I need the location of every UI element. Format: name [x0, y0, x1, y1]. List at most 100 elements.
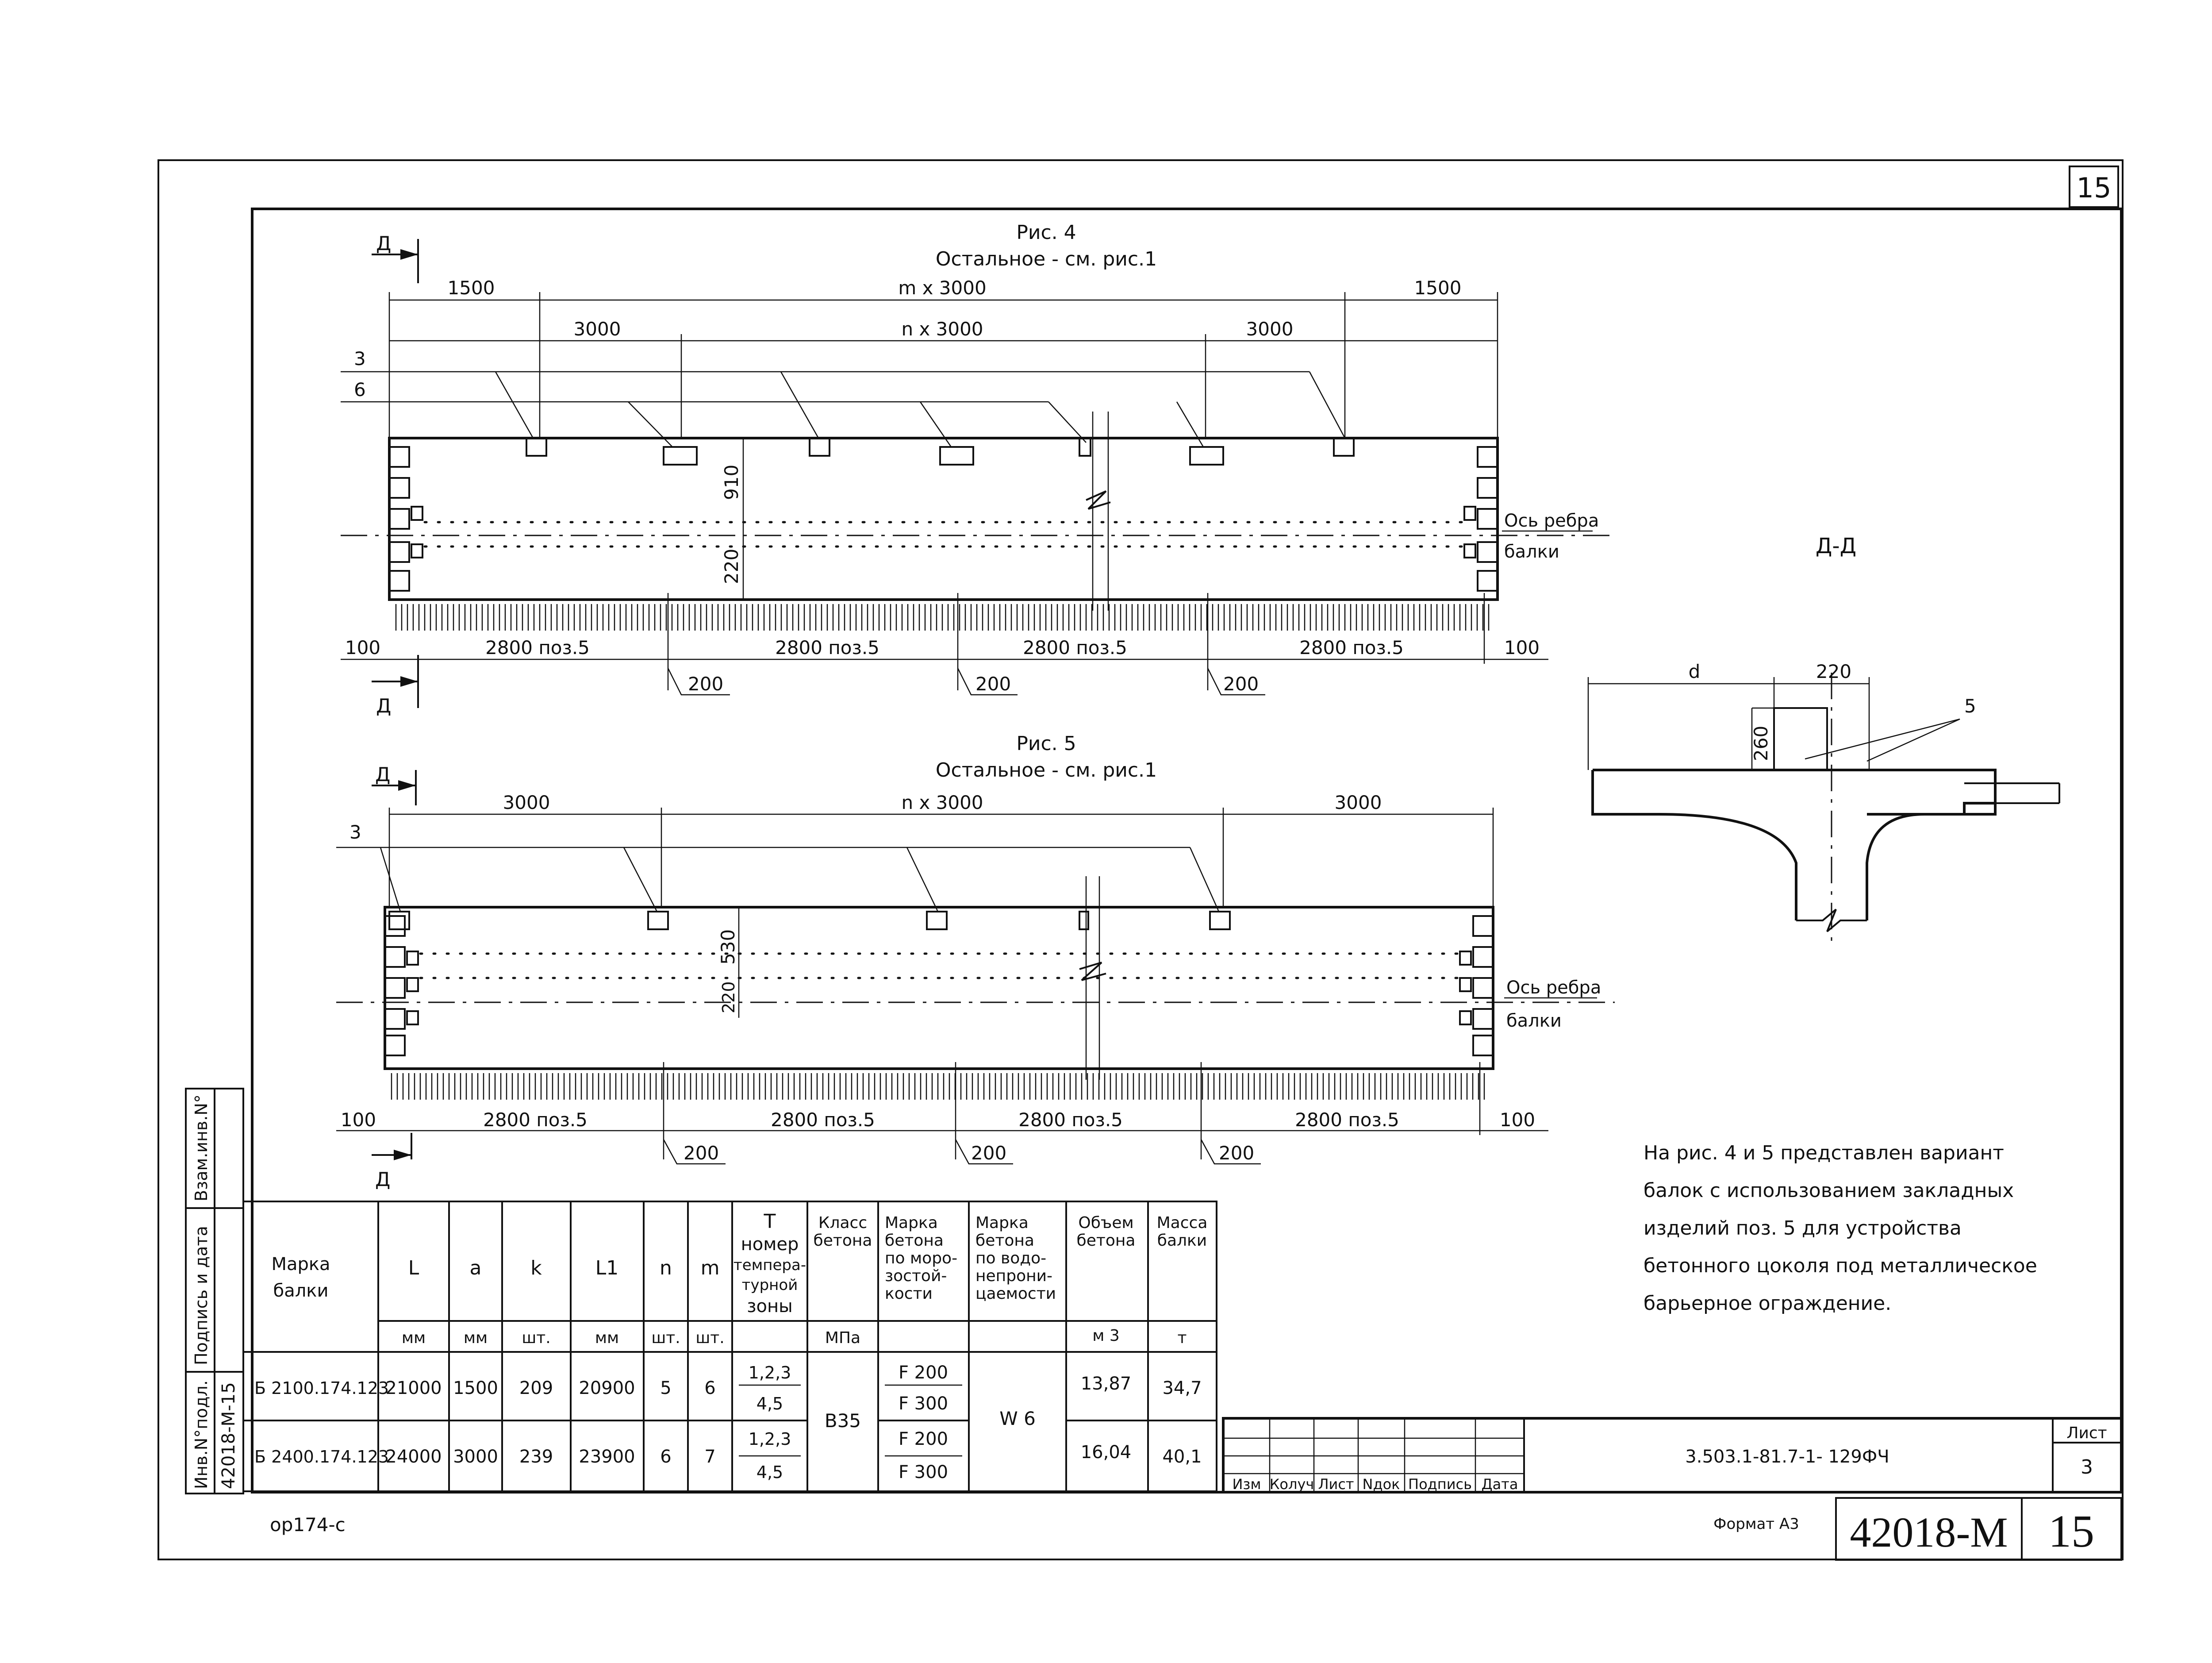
fig4-dim-bottom-0: 100 — [345, 637, 380, 658]
r2-t-bot: 4,5 — [757, 1463, 783, 1482]
th-water-0: Марка — [975, 1214, 1029, 1232]
section-callout-5: 5 — [1964, 695, 1976, 717]
r2-frost-bot: F 300 — [899, 1462, 948, 1482]
class-value: В35 — [825, 1410, 861, 1432]
fig5-dim-vert-530: 530 — [717, 929, 739, 965]
fig4-gap-2: 200 — [975, 673, 1011, 695]
fig5-dim-bottom-2: 2800 поз.5 — [771, 1109, 875, 1131]
fig4-dim-top-mid: m x 3000 — [898, 277, 986, 299]
fig4-title: Рис. 4 — [1016, 221, 1076, 244]
th-T-1: номер — [741, 1234, 799, 1255]
sheet-label: Лист — [2066, 1424, 2107, 1442]
th-volume-1: Объем — [1078, 1214, 1133, 1232]
fig4-dim-top-left: 1500 — [448, 277, 495, 299]
th-mass-1: Масса — [1157, 1214, 1208, 1232]
fig4-dim-bottom-3: 2800 поз.5 — [1023, 637, 1127, 658]
r1-volume: 13,87 — [1081, 1374, 1132, 1394]
th-water-1: бетона — [975, 1232, 1034, 1250]
fig4-dim-bottom-5: 100 — [1504, 637, 1540, 658]
fig5-dim-bottom-0: 100 — [341, 1109, 376, 1131]
fig5-dim-top-left: 3000 — [503, 792, 550, 813]
th-volume-2: бетона — [1077, 1232, 1136, 1250]
fig4-callout-6: 6 — [354, 379, 366, 400]
title-block: Изм Колуч Лист Nдок Подпись Дата 3.503.1… — [270, 1417, 2123, 1561]
th-n: n — [660, 1257, 672, 1279]
r1-t-top: 1,2,3 — [749, 1363, 791, 1382]
fig5-gap-3: 200 — [1219, 1142, 1254, 1164]
th-frost-0: Марка — [885, 1214, 938, 1232]
th-T-2: темпера- — [733, 1256, 806, 1274]
note-line-1: На рис. 4 и 5 представлен вариант — [1644, 1142, 2004, 1164]
corner-page-number: 15 — [2077, 172, 2112, 204]
r2-volume: 16,04 — [1081, 1442, 1132, 1463]
section-title: Д-Д — [1816, 534, 1856, 558]
r2-n: 6 — [660, 1447, 671, 1467]
r1-frost-bot: F 300 — [899, 1394, 948, 1414]
note-line-5: барьерное ограждение. — [1644, 1292, 1891, 1315]
r2-mark: Б 2400.174.123 — [254, 1447, 389, 1467]
fig4-section-mark-bottom: Д — [376, 695, 391, 717]
r1-a: 1500 — [453, 1378, 498, 1398]
th-class-1: Класс — [818, 1214, 867, 1232]
unit-n: шт. — [651, 1329, 680, 1347]
rev-h-5: Дата — [1482, 1476, 1518, 1493]
fig4-axis-label-2: балки — [1504, 542, 1559, 562]
unit-volume: м 3 — [1092, 1327, 1120, 1345]
r2-L: 24000 — [385, 1447, 442, 1467]
fig5-section-mark-top: Д — [375, 763, 390, 786]
fig4-axis-label-1: Ось ребра — [1504, 511, 1599, 531]
fig4-dim-second-right: 3000 — [1246, 318, 1294, 340]
fig5-dim-bottom-4: 2800 поз.5 — [1295, 1109, 1399, 1131]
fig5-dim-bottom-3: 2800 поз.5 — [1018, 1109, 1123, 1131]
th-frost-4: кости — [885, 1285, 933, 1303]
th-mark-2: балки — [273, 1281, 329, 1301]
doc-code: 3.503.1-81.7-1- 129ФЧ — [1685, 1447, 1889, 1467]
corner-page-box — [2069, 166, 2119, 208]
r2-frost-top: F 200 — [899, 1429, 948, 1449]
th-class-2: бетона — [814, 1232, 872, 1250]
figure-4: Рис. 4 Остальное - см. рис.1 Д Д 1500 m … — [341, 221, 1615, 717]
outer-frame — [157, 159, 2124, 1560]
th-frost-3: зостой- — [885, 1267, 947, 1285]
r2-L1: 23900 — [579, 1447, 635, 1467]
r2-m: 7 — [704, 1447, 715, 1467]
rev-h-2: Лист — [1318, 1476, 1354, 1493]
fig4-gap-1: 200 — [688, 673, 723, 695]
fig5-dim-vert-220: 220 — [719, 981, 738, 1013]
r1-k: 209 — [519, 1378, 553, 1398]
unit-mass: т — [1178, 1329, 1187, 1347]
fig4-gap-3: 200 — [1223, 673, 1259, 695]
fig4-section-mark-top: Д — [376, 232, 391, 255]
stamp-page: 15 — [2048, 1506, 2094, 1557]
th-mass-2: балки — [1157, 1232, 1207, 1250]
fig5-gap-2: 200 — [971, 1142, 1006, 1164]
fig5-dim-top-right: 3000 — [1335, 792, 1382, 813]
section-dim-260: 260 — [1750, 726, 1772, 761]
sheet-value: 3 — [2081, 1456, 2093, 1478]
r1-n: 5 — [660, 1378, 671, 1398]
r2-k: 239 — [519, 1447, 553, 1467]
section-dim-d: d — [1689, 661, 1701, 682]
th-T-4: зоны — [747, 1296, 792, 1317]
fig5-gap-1: 200 — [684, 1142, 719, 1164]
note-block: На рис. 4 и 5 представлен вариант балок … — [1644, 1142, 2037, 1315]
fig4-dim-vert-910: 910 — [721, 465, 742, 500]
left-strip: Инв.N°подл. 42018-М-15 Подпись и дата Вз… — [185, 1088, 244, 1494]
r2-mass: 40,1 — [1162, 1447, 1202, 1467]
fig5-dim-bottom-5: 100 — [1500, 1109, 1535, 1131]
unit-class: МПа — [825, 1329, 860, 1347]
unit-a: мм — [464, 1329, 488, 1347]
th-water-2: по водо- — [975, 1249, 1046, 1267]
th-T-3: турной — [742, 1276, 798, 1294]
r1-mark: Б 2100.174.123 — [254, 1378, 389, 1398]
figure-5: Рис. 5 Остальное - см. рис.1 Д Д 3000 n … — [336, 732, 1615, 1191]
fig5-callout-3: 3 — [349, 821, 361, 843]
r1-L1: 20900 — [579, 1378, 635, 1398]
inv-value: 42018-М-15 — [219, 1382, 239, 1489]
fig5-section-mark-bottom: Д — [375, 1168, 390, 1191]
fig5-axis-label-2: балки — [1506, 1011, 1562, 1031]
inv-label: Инв.N°подл. — [192, 1380, 211, 1489]
fig5-title: Рис. 5 — [1016, 732, 1076, 755]
r1-frost-top: F 200 — [899, 1363, 948, 1383]
